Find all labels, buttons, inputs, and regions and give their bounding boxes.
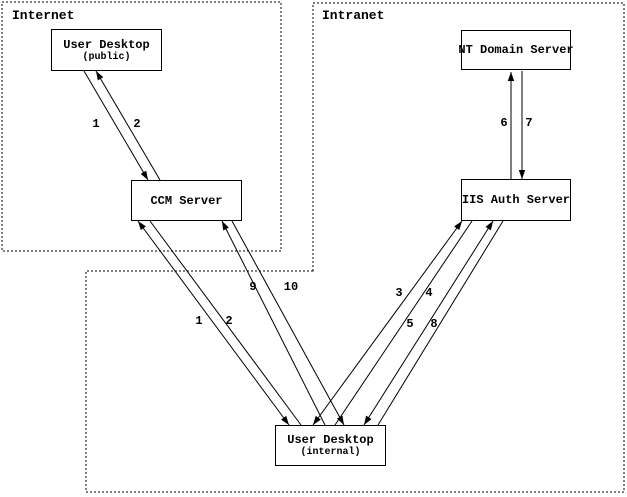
node-title: CCM Server bbox=[150, 193, 223, 208]
arrowhead-icon bbox=[507, 72, 515, 81]
edge-line bbox=[363, 220, 494, 426]
edge-label: 7 bbox=[525, 116, 533, 130]
arrowhead-icon bbox=[96, 71, 104, 81]
arrowhead-icon bbox=[454, 221, 462, 231]
arrowhead-icon bbox=[222, 221, 229, 231]
node-title: User Desktop bbox=[287, 433, 374, 447]
edge-line bbox=[95, 70, 161, 181]
edge-label: 2 bbox=[133, 117, 141, 131]
internet-zone-label: Internet bbox=[12, 8, 75, 23]
node-title: IIS Auth Server bbox=[461, 193, 571, 207]
edge-line bbox=[221, 220, 326, 426]
node-user-desktop-internal: User Desktop (internal) bbox=[275, 425, 386, 466]
edge-line bbox=[231, 220, 345, 426]
node-subtitle: (public) bbox=[82, 51, 131, 63]
edge-label: 4 bbox=[425, 286, 433, 300]
edge-label: 5 bbox=[406, 317, 414, 331]
arrowhead-icon bbox=[138, 221, 146, 231]
arrowhead-icon bbox=[140, 170, 148, 180]
node-user-desktop-public: User Desktop (public) bbox=[51, 29, 162, 71]
edge-label: 1 bbox=[92, 117, 100, 131]
edge-label: 10 bbox=[283, 280, 299, 294]
edge-label: 8 bbox=[430, 317, 438, 331]
edge-line bbox=[334, 220, 473, 426]
intranet-zone-label: Intranet bbox=[322, 8, 385, 23]
intranet-zone-border bbox=[85, 2, 625, 493]
node-ccm-server: CCM Server bbox=[131, 180, 242, 221]
arrowhead-icon bbox=[281, 415, 289, 425]
edge-label: 1 bbox=[195, 314, 203, 328]
edge-line bbox=[377, 220, 504, 426]
edge-line bbox=[149, 220, 302, 426]
arrowhead-icon bbox=[485, 221, 493, 231]
node-title: User Desktop bbox=[63, 37, 150, 52]
edge-label: 9 bbox=[249, 280, 257, 294]
edge-line bbox=[83, 70, 149, 181]
node-subtitle: (internal) bbox=[300, 447, 361, 458]
arrowhead-icon bbox=[364, 415, 372, 425]
edge-label: 2 bbox=[225, 314, 233, 328]
node-nt-domain-server: NT Domain Server bbox=[458, 30, 574, 70]
edge-line bbox=[137, 220, 290, 426]
edge-label: 3 bbox=[395, 286, 403, 300]
arrowhead-icon bbox=[336, 415, 344, 425]
arrowhead-icon bbox=[313, 415, 321, 425]
edge-line bbox=[312, 220, 463, 426]
arrowhead-icon bbox=[518, 170, 526, 179]
node-iis-auth-server: IIS Auth Server bbox=[461, 179, 571, 221]
node-title: NT Domain Server bbox=[458, 43, 574, 57]
edge-label: 6 bbox=[500, 116, 508, 130]
